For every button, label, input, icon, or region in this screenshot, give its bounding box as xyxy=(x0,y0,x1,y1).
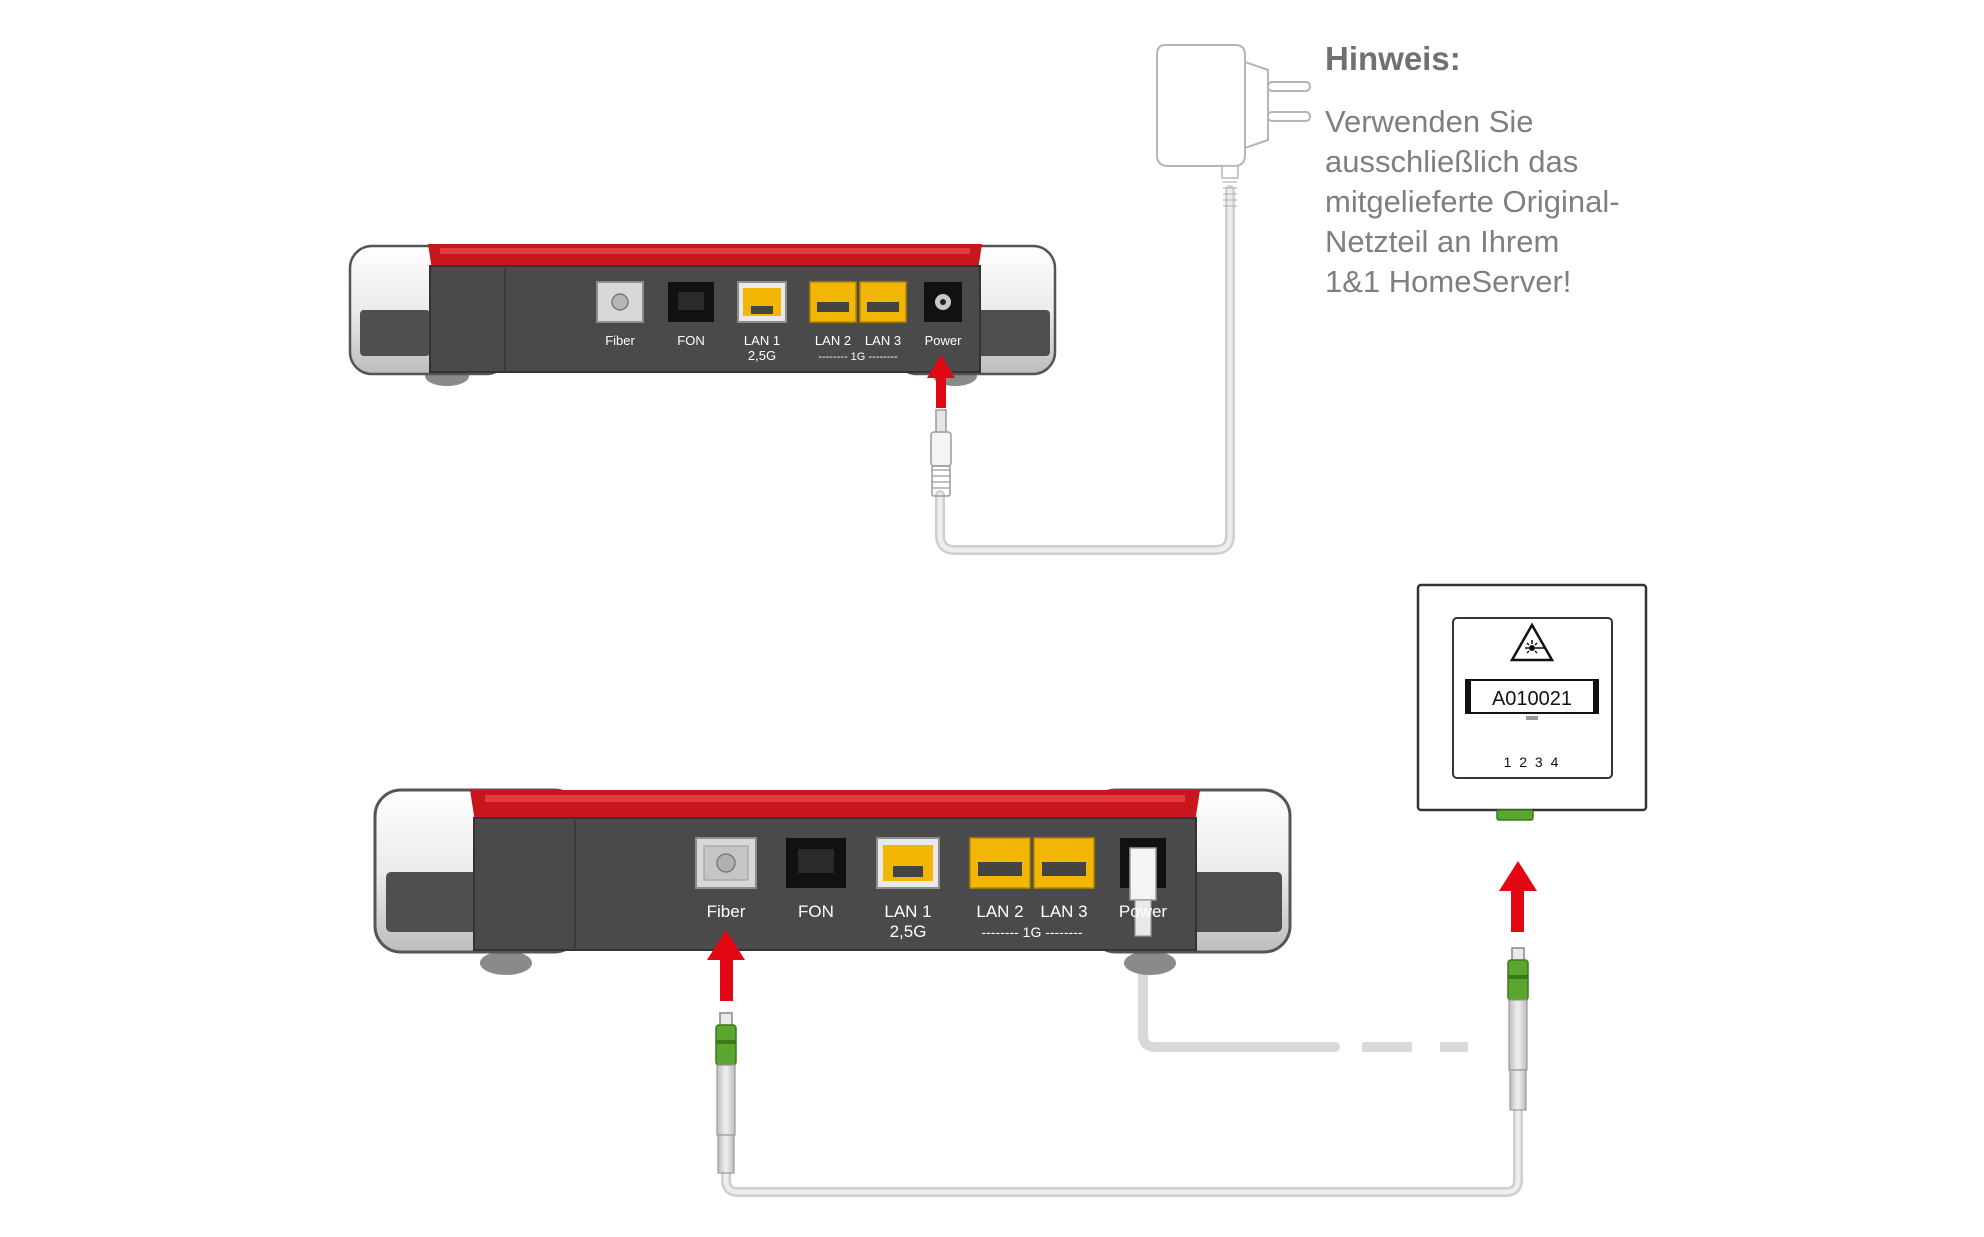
label-lan1-speed: 2,5G xyxy=(890,922,927,941)
fiber-connector-right xyxy=(1507,947,1529,1111)
label-fon: FON xyxy=(677,333,704,348)
note-line-4: Netzteil an Ihrem xyxy=(1325,224,1560,259)
power-cable xyxy=(935,185,1235,555)
lan2-port[interactable] xyxy=(969,837,1031,889)
label-lan1: LAN 1 xyxy=(884,902,931,921)
note-title: Hinweis: xyxy=(1325,40,1461,77)
router-bottom-ports xyxy=(695,837,1166,937)
label-lan1: LAN 1 xyxy=(744,333,780,348)
power-port-with-plug[interactable] xyxy=(1120,838,1166,937)
lan1-port[interactable] xyxy=(876,837,940,889)
arrow-up-icon xyxy=(1499,861,1537,932)
lan1-port[interactable] xyxy=(737,281,787,323)
note-line-3: mitgelieferte Original- xyxy=(1325,184,1620,219)
arrow-up-icon xyxy=(927,355,955,408)
fiber-outlet: A010021 1 2 3 4 xyxy=(1416,583,1648,821)
power-adapter-icon xyxy=(1156,44,1311,207)
fiber-cable xyxy=(721,1105,1523,1197)
router-top-ports xyxy=(596,281,962,323)
fiber-port[interactable] xyxy=(695,837,757,889)
label-lan2: LAN 2 xyxy=(815,333,851,348)
lan3-port[interactable] xyxy=(1033,837,1095,889)
note-line-2: ausschließlich das xyxy=(1325,144,1579,179)
lan3-port[interactable] xyxy=(859,281,907,323)
label-power: Power xyxy=(925,333,963,348)
label-fon: FON xyxy=(798,902,834,921)
label-power: Power xyxy=(1119,902,1168,921)
label-fiber: Fiber xyxy=(605,333,635,348)
label-lan3: LAN 3 xyxy=(1040,902,1087,921)
power-port[interactable] xyxy=(924,282,962,322)
label-lan2: LAN 2 xyxy=(976,902,1023,921)
router-bottom-power-cable xyxy=(1138,930,1468,1052)
fon-port[interactable] xyxy=(668,282,714,322)
outlet-fiber-port[interactable] xyxy=(1496,809,1534,821)
laser-warning-icon xyxy=(1509,622,1555,662)
router-top-labels: Fiber FON LAN 1 2,5G LAN 2 LAN 3 -------… xyxy=(605,333,962,363)
note-line-5: 1&1 HomeServer! xyxy=(1325,264,1572,299)
arrow-up-icon xyxy=(707,930,745,1001)
note-box: Hinweis: Verwenden Sie ausschließlich da… xyxy=(1325,40,1745,302)
label-group-speed: -------- 1G -------- xyxy=(818,351,898,363)
router-bottom-labels: Fiber FON LAN 1 2,5G LAN 2 LAN 3 -------… xyxy=(707,902,1168,941)
outlet-port-numbers: 1 2 3 4 xyxy=(1504,754,1561,770)
fiber-connector-left xyxy=(715,1012,737,1174)
fiber-port[interactable] xyxy=(596,281,644,323)
label-fiber: Fiber xyxy=(707,902,746,921)
label-lan3: LAN 3 xyxy=(865,333,901,348)
power-plug xyxy=(930,409,952,497)
label-group-speed: -------- 1G -------- xyxy=(981,924,1082,940)
lan2-port[interactable] xyxy=(809,281,857,323)
note-line-1: Verwenden Sie xyxy=(1325,104,1534,139)
fon-port[interactable] xyxy=(786,838,846,888)
outlet-label-id: A010021 xyxy=(1492,688,1572,710)
label-lan1-speed: 2,5G xyxy=(748,348,776,363)
